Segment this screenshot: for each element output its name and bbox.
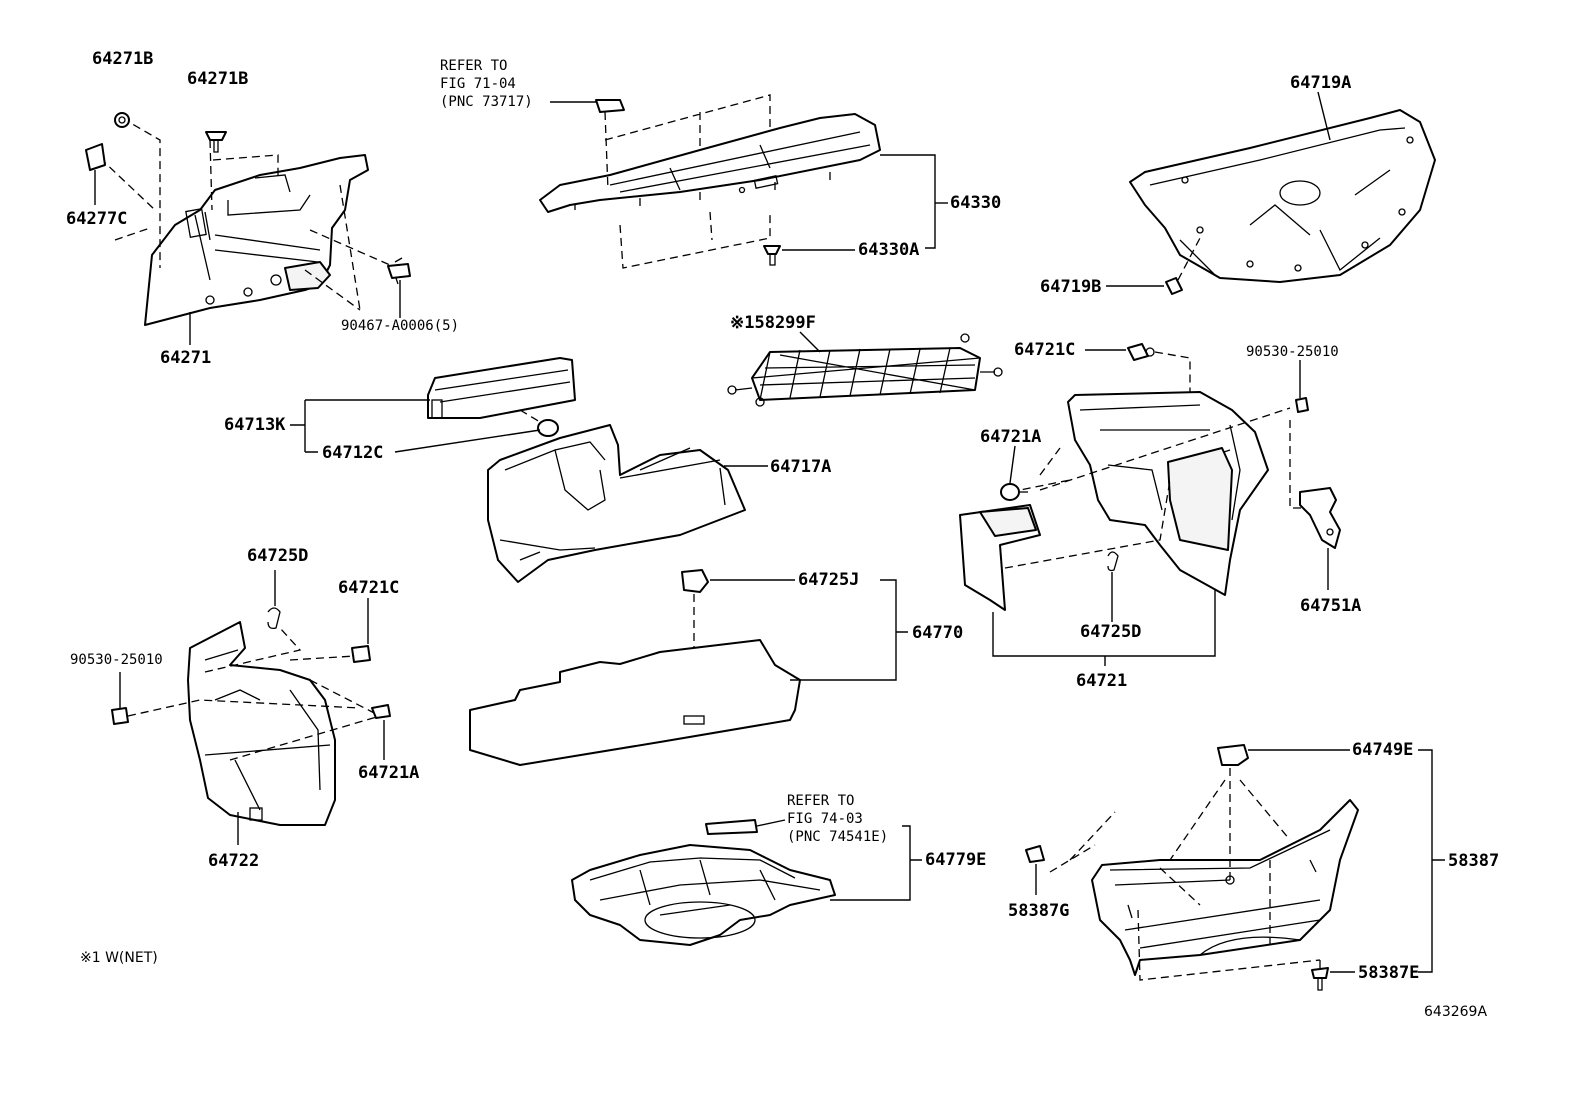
clip-90530-left-icon [111, 707, 129, 725]
refer-note-1-line3: (PNC 73717) [440, 94, 533, 110]
label-64749E: 64749E [1352, 740, 1413, 760]
label-64271B-b: 64271B [187, 69, 248, 89]
label-58387: 58387 [1448, 851, 1499, 871]
label-64719B: 64719B [1040, 277, 1101, 297]
clip-64277C-icon [85, 143, 106, 171]
part-64770-trunk-mat [469, 639, 801, 766]
refer-74541E-pad [705, 819, 758, 835]
part-64751A-bracket [1299, 487, 1341, 549]
label-64725D-left: 64725D [247, 546, 308, 566]
label-64721C-left: 64721C [338, 578, 399, 598]
label-64330A: 64330A [858, 240, 919, 260]
refer-note-1-line1: REFER TO [440, 58, 507, 74]
label-64725J: 64725J [798, 570, 859, 590]
clip-64721C-right-icon [1127, 343, 1155, 361]
label-64721A-right: 64721A [980, 427, 1041, 447]
part-64719A-lid-liner [1129, 109, 1436, 283]
part-64721-side-trim-right [1067, 391, 1269, 596]
clip-58387G-icon [1025, 845, 1045, 863]
clip-64330A-icon [763, 245, 781, 266]
clip-64712C-icon [537, 419, 559, 437]
label-64271B-a: 64271B [92, 49, 153, 69]
label-64722: 64722 [208, 851, 259, 871]
part-58299F-cargo-net [727, 333, 1003, 407]
label-64271: 64271 [160, 348, 211, 368]
clip-64719B-icon [1165, 277, 1183, 295]
label-64713K: 64713K [224, 415, 286, 435]
clip-64271B-icon [114, 112, 130, 128]
clip-64271B-b-icon [205, 131, 227, 153]
part-64330-package-tray [539, 113, 881, 213]
clip-64721A-right-icon [1000, 483, 1028, 501]
refer-note-2-line2: FIG 74-03 [787, 811, 863, 827]
label-64725D-right: 64725D [1080, 622, 1141, 642]
label-90530-right: 90530-25010 [1246, 344, 1339, 360]
footnote: ※1 W(NET) [80, 950, 158, 966]
label-58387G: 58387G [1008, 901, 1069, 921]
label-90467: 90467-A0006(5) [341, 318, 459, 334]
part-64271-side-trim [144, 154, 369, 326]
label-64779E: 64779E [925, 850, 986, 870]
clip-58387E-icon [1311, 967, 1329, 991]
label-64721A-left: 64721A [358, 763, 419, 783]
part-64722-side-trim-left [187, 621, 336, 826]
clip-64721A-left-icon [371, 704, 391, 719]
clip-64749E-icon [1217, 744, 1249, 766]
label-58387E: 58387E [1358, 963, 1419, 983]
part-58387-trunk-cover [1091, 799, 1359, 976]
refer-note-2-line1: REFER TO [787, 793, 854, 809]
clip-64721C-left-icon [351, 645, 371, 663]
label-64721C-right: 64721C [1014, 340, 1075, 360]
clip-64725D-left-icon [267, 607, 281, 630]
part-64779E-spare-tray [571, 844, 836, 946]
label-64712C: 64712C [322, 443, 383, 463]
label-64770: 64770 [912, 623, 963, 643]
label-64751A: 64751A [1300, 596, 1361, 616]
label-64721: 64721 [1076, 671, 1127, 691]
label-64717A: 64717A [770, 457, 831, 477]
label-64277C: 64277C [66, 209, 127, 229]
clip-90530-right-icon [1295, 397, 1309, 413]
refer-note-1-line2: FIG 71-04 [440, 76, 516, 92]
part-64713K-sill-plate [427, 357, 576, 419]
label-58299F: ※158299F [730, 313, 816, 333]
bracket-73717-icon [595, 99, 625, 113]
label-90530-left: 90530-25010 [70, 652, 163, 668]
clip-64725J-icon [681, 569, 709, 593]
part-64717A-trunk-trim [487, 424, 746, 583]
label-64719A: 64719A [1290, 73, 1351, 93]
figure-id: 643269A [1424, 1004, 1487, 1020]
part-64721-front-panel [959, 504, 1041, 611]
clip-90467-icon [387, 257, 411, 285]
refer-note-2-line3: (PNC 74541E) [787, 829, 888, 845]
label-64330: 64330 [950, 193, 1001, 213]
clip-64725D-right-icon [1107, 551, 1119, 572]
